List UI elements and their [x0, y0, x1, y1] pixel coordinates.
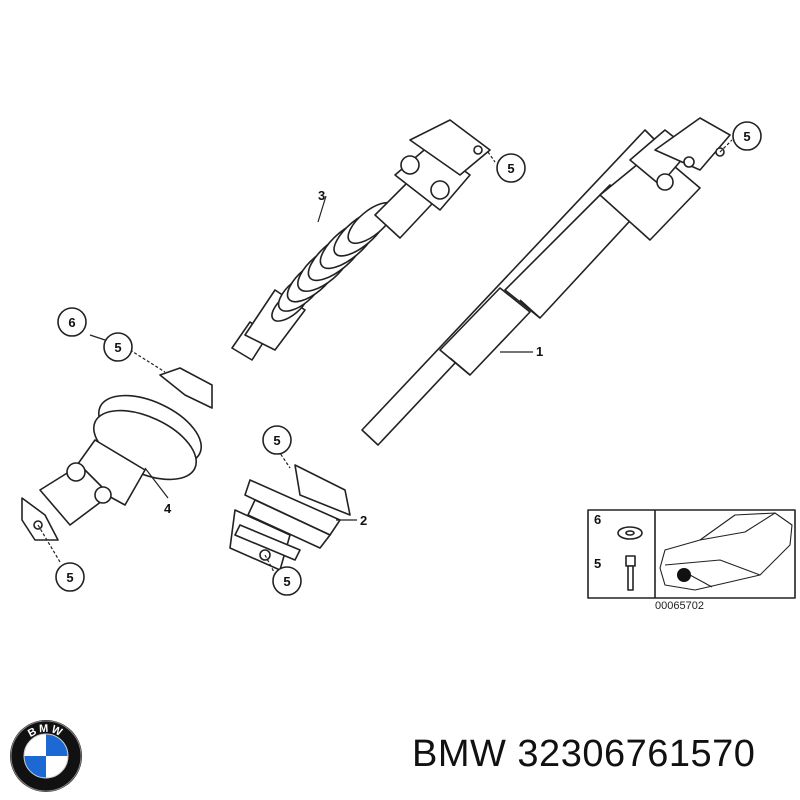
car-silhouette-icon — [659, 512, 793, 591]
callout-5-label: 5 — [283, 574, 290, 589]
location-marker-icon — [677, 568, 691, 582]
circled-callout-5-left: 5 — [103, 332, 133, 362]
bellows — [271, 201, 395, 322]
circled-callout-6-left: 6 — [57, 307, 87, 337]
leader-lines — [37, 139, 733, 573]
circled-callout-5-coupling-bottom: 5 — [272, 566, 302, 596]
bolt-icon — [625, 555, 636, 591]
callout-5-label: 5 — [273, 433, 280, 448]
logo-text: BMW — [26, 723, 66, 740]
callout-5-label: 5 — [66, 570, 73, 585]
callout-5-label: 5 — [507, 161, 514, 176]
callout-6-label: 6 — [68, 315, 75, 330]
ref-row-5-label: 5 — [594, 556, 601, 571]
bmw-logo-icon: BMW — [10, 720, 82, 792]
callout-1: 1 — [536, 344, 543, 359]
flex-coupling-part — [229, 464, 351, 571]
bellows-shaft-part — [231, 119, 491, 361]
circled-callout-5-joint-bottom: 5 — [55, 562, 85, 592]
callout-3: 3 — [318, 188, 325, 203]
callout-2: 2 — [360, 513, 367, 528]
callout-4: 4 — [164, 501, 172, 516]
washer-icon — [617, 526, 643, 540]
circled-callout-5-main-shaft: 5 — [732, 121, 762, 151]
steering-shaft-part — [361, 117, 731, 446]
circled-callout-5-coupling-top: 5 — [262, 425, 292, 455]
reference-box — [587, 509, 796, 599]
steering-column-diagram: 1 2 3 4 5 5 6 5 5 5 5 6 5 00065702 — [21, 117, 796, 612]
universal-joint-part — [21, 367, 213, 541]
ref-row-6-label: 6 — [594, 512, 601, 527]
part-number-text: BMW 32306761570 — [412, 733, 756, 775]
drawing-number: 00065702 — [655, 600, 704, 612]
circled-callout-5-upper-shaft: 5 — [496, 153, 526, 183]
callout-5-label: 5 — [743, 129, 750, 144]
callout-5-label: 5 — [114, 340, 121, 355]
